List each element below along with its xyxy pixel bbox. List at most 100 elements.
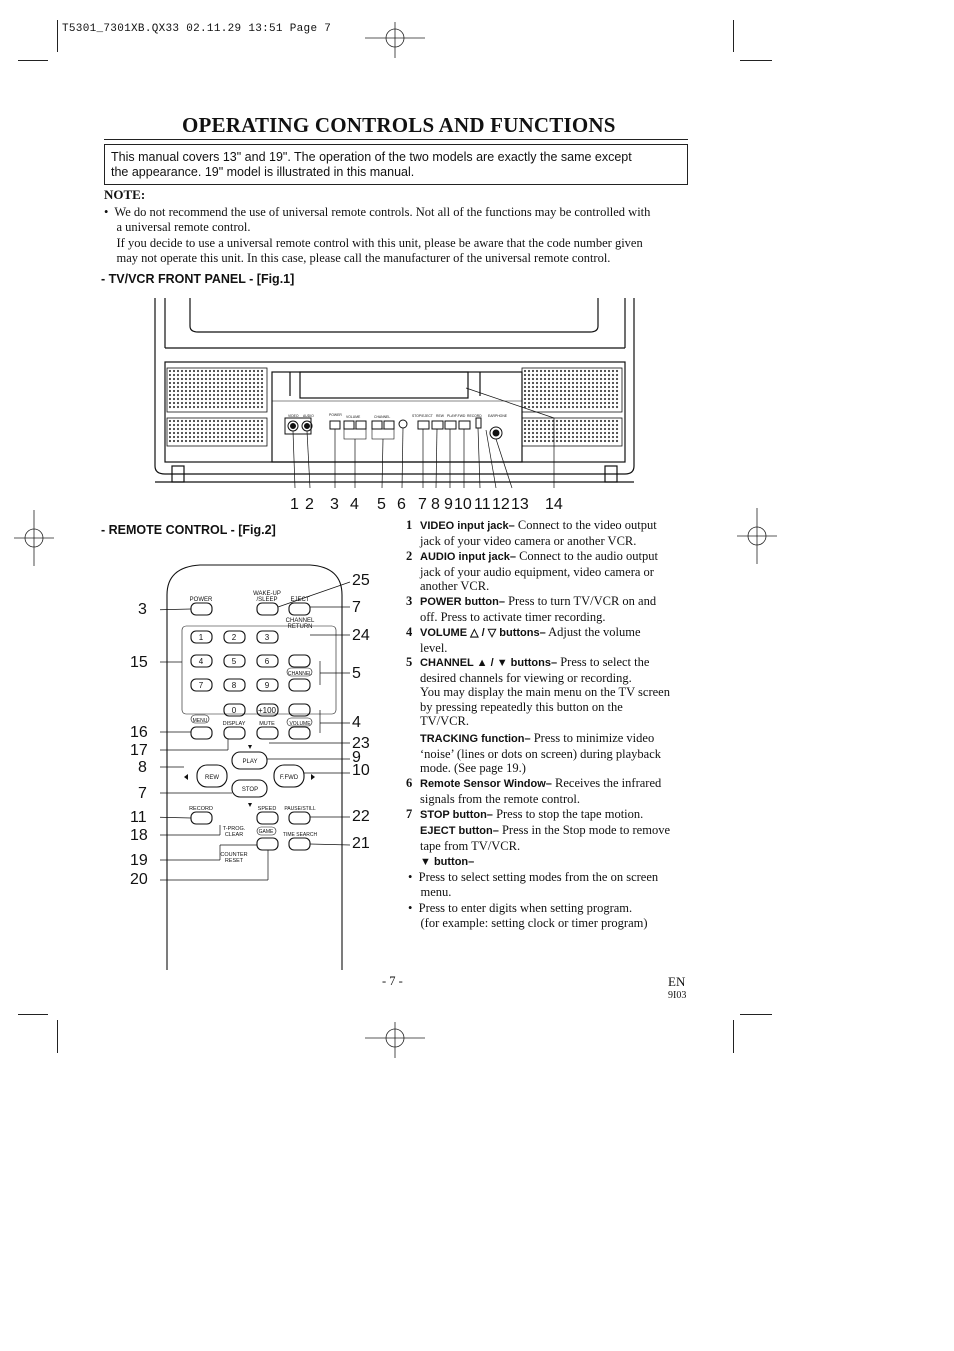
- grille-dot: [551, 381, 555, 385]
- grille-dot: [200, 381, 204, 385]
- grille-dot: [591, 401, 595, 405]
- grille-dot: [176, 393, 180, 397]
- registration-mark: [365, 1022, 425, 1058]
- grille-dot: [188, 431, 192, 435]
- grille-dot: [567, 373, 571, 377]
- grille-dot: [200, 369, 204, 373]
- grille-dot: [236, 373, 240, 377]
- grille-dot: [591, 427, 595, 431]
- grille-dot: [204, 373, 208, 377]
- grille-dot: [531, 385, 535, 389]
- grille-dot: [607, 405, 611, 409]
- grille-dot: [563, 373, 567, 377]
- remote-key: 9: [265, 681, 270, 690]
- grille-dot: [188, 427, 192, 431]
- grille-dot: [599, 405, 603, 409]
- grille-dot: [204, 389, 208, 393]
- grille-dot: [244, 385, 248, 389]
- grille-dot: [176, 377, 180, 381]
- grille-dot: [591, 423, 595, 427]
- grille-dot: [220, 427, 224, 431]
- grille-dot: [180, 393, 184, 397]
- grille-dot: [535, 427, 539, 431]
- grille-dot: [196, 381, 200, 385]
- remote-label: CHANNEL: [288, 671, 312, 677]
- grille-dot: [583, 405, 587, 409]
- grille-dot: [607, 423, 611, 427]
- remote-callout: 11: [130, 809, 147, 826]
- grille-dot: [531, 419, 535, 423]
- remote-key: 0: [232, 706, 237, 715]
- grille-dot: [583, 419, 587, 423]
- grille-dot: [232, 393, 236, 397]
- registration-mark: [737, 508, 777, 564]
- grille-dot: [204, 405, 208, 409]
- grille-dot: [539, 397, 543, 401]
- grille-dot: [248, 393, 252, 397]
- grille-dot: [555, 401, 559, 405]
- remote-label: DISPLAY: [223, 721, 246, 727]
- grille-dot: [252, 393, 256, 397]
- grille-dot: [603, 419, 607, 423]
- grille-dot: [196, 427, 200, 431]
- grille-dot: [224, 385, 228, 389]
- grille-dot: [220, 381, 224, 385]
- grille-dot: [212, 389, 216, 393]
- grille-dot: [184, 405, 188, 409]
- grille-dot: [591, 397, 595, 401]
- grille-dot: [523, 405, 527, 409]
- grille-dot: [543, 389, 547, 393]
- grille-dot: [172, 423, 176, 427]
- remote-callout: 24: [352, 627, 370, 644]
- grille-dot: [527, 431, 531, 435]
- grille-dot: [212, 439, 216, 443]
- remote-key: PLAY: [243, 759, 258, 765]
- grille-dot: [595, 389, 599, 393]
- grille-dot: [599, 431, 603, 435]
- grille-dot: [599, 393, 603, 397]
- grille-dot: [208, 401, 212, 405]
- grille-dot: [192, 381, 196, 385]
- grille-dot: [244, 373, 248, 377]
- grille-dot: [599, 423, 603, 427]
- grille-dot: [599, 435, 603, 439]
- grille-dot: [200, 389, 204, 393]
- grille-dot: [240, 405, 244, 409]
- grille-dot: [563, 435, 567, 439]
- grille-dot: [527, 373, 531, 377]
- grille-dot: [240, 397, 244, 401]
- grille-dot: [236, 393, 240, 397]
- item-number: 3: [406, 594, 413, 608]
- grille-dot: [559, 431, 563, 435]
- front-callout: 2: [305, 496, 314, 513]
- grille-dot: [543, 423, 547, 427]
- grille-dot: [523, 435, 527, 439]
- grille-dot: [535, 369, 539, 373]
- crop-mark: [57, 20, 58, 52]
- grille-dot: [587, 435, 591, 439]
- grille-dot: [224, 397, 228, 401]
- grille-dot: [603, 431, 607, 435]
- grille-dot: [591, 439, 595, 443]
- grille-dot: [579, 419, 583, 423]
- grille-dot: [527, 435, 531, 439]
- grille-dot: [575, 401, 579, 405]
- grille-dot: [531, 369, 535, 373]
- grille-dot: [523, 369, 527, 373]
- grille-dot: [216, 427, 220, 431]
- grille-dot: [579, 381, 583, 385]
- grille-dot: [607, 381, 611, 385]
- grille-dot: [547, 435, 551, 439]
- item-text: jack of your audio equipment, video came…: [420, 564, 654, 579]
- grille-dot: [527, 419, 531, 423]
- grille-dot: [168, 405, 172, 409]
- grille-dot: [543, 427, 547, 431]
- grille-dot: [196, 393, 200, 397]
- grille-dot: [204, 439, 208, 443]
- grille-dot: [611, 389, 615, 393]
- grille-dot: [531, 381, 535, 385]
- remote-control-figure: POWER WAKE-UP /SLEEP EJECT CHANNEL RETUR…: [160, 564, 351, 970]
- grille-dot: [607, 397, 611, 401]
- grille-dot: [575, 385, 579, 389]
- grille-dot: [523, 381, 527, 385]
